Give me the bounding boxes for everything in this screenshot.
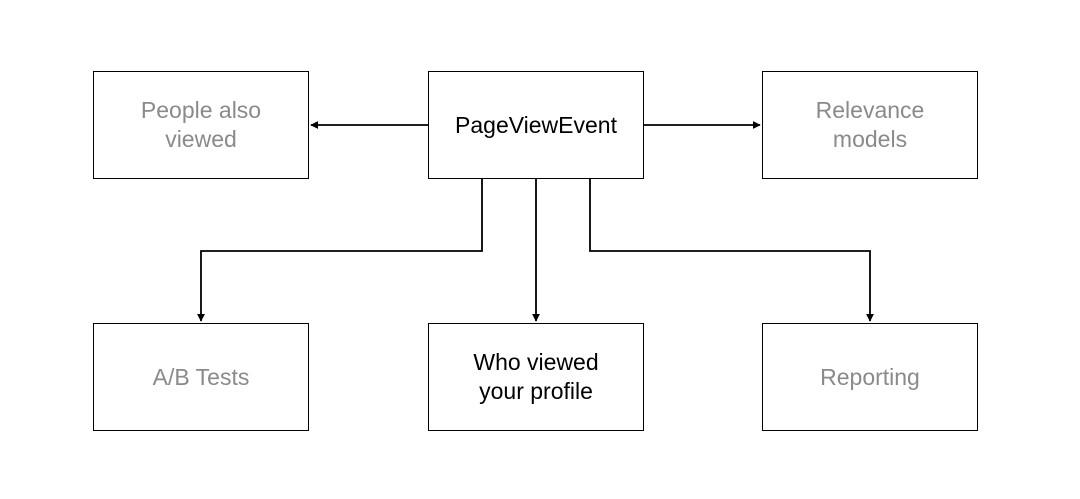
node-label: People also viewed	[140, 97, 262, 152]
node-reporting: Reporting	[762, 323, 978, 431]
edge-to-ab-tests	[197, 179, 483, 322]
node-who-viewed-your-profile: Who viewed your profile	[428, 323, 644, 431]
node-page-view-event: PageViewEvent	[428, 71, 644, 179]
node-label: PageViewEvent	[455, 111, 617, 138]
node-ab-tests: A/B Tests	[93, 323, 309, 431]
node-relevance-models: Relevance models	[762, 71, 978, 179]
edge-to-reporting	[589, 179, 874, 322]
node-people-also-viewed: People also viewed	[93, 71, 309, 179]
node-label: A/B Tests	[152, 363, 250, 390]
node-label: Reporting	[820, 363, 920, 390]
node-label: Who viewed your profile	[473, 349, 599, 404]
node-label: Relevance models	[815, 97, 925, 152]
